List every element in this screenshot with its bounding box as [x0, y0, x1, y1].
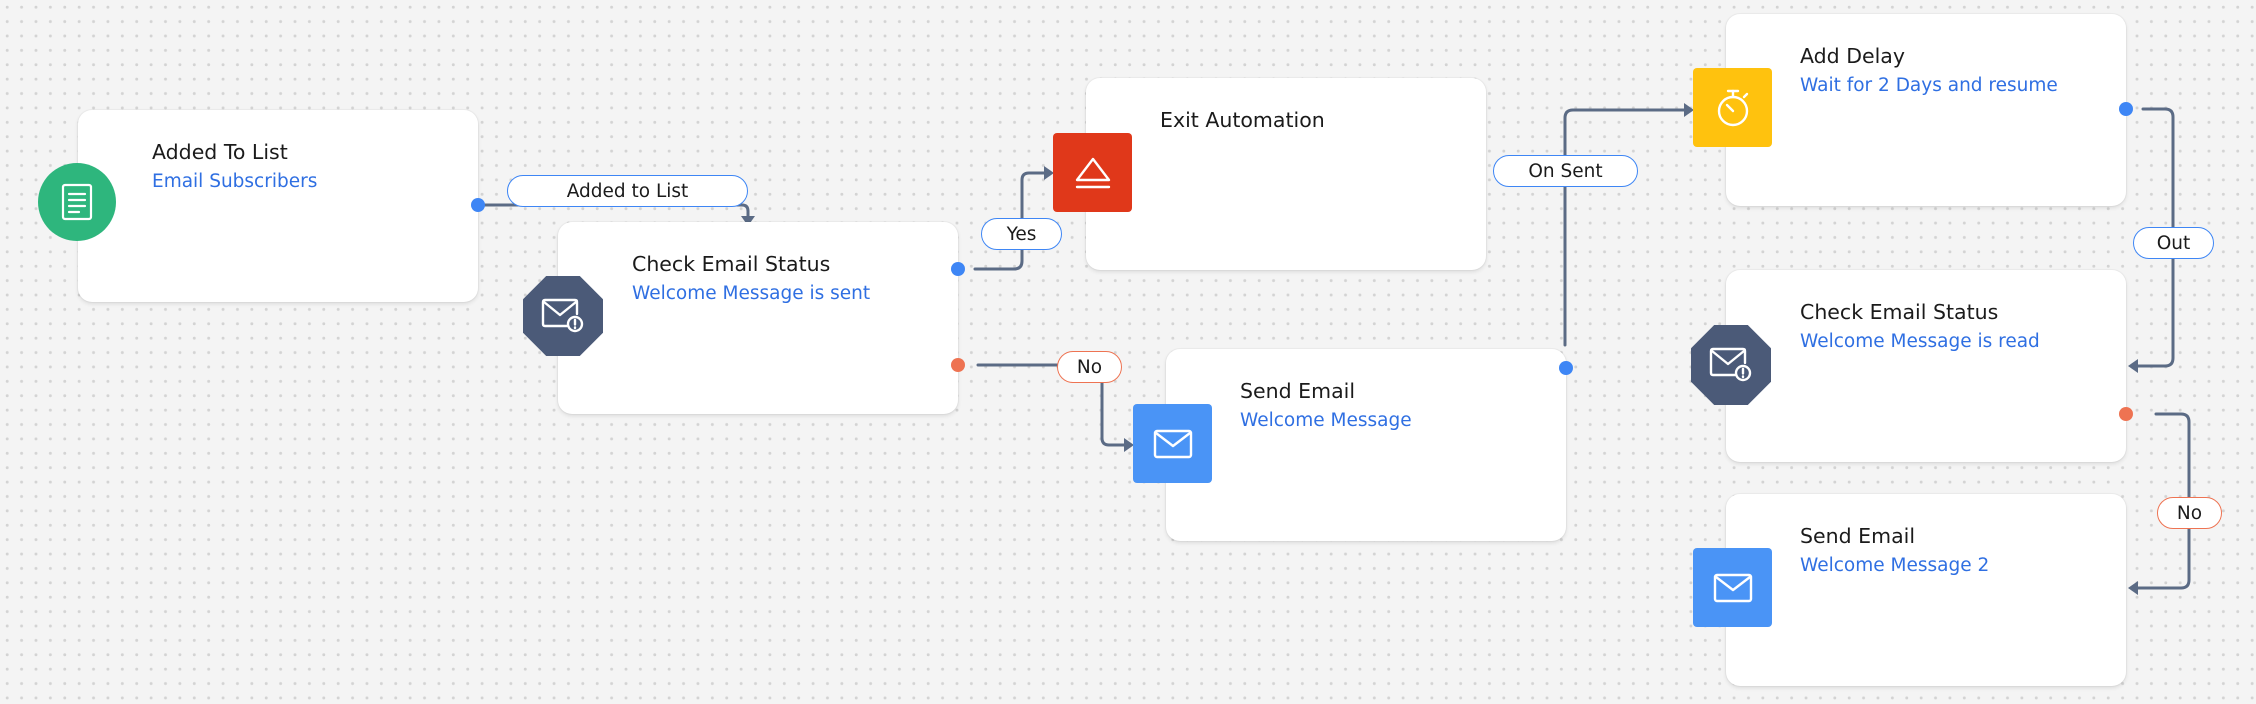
node-title: Send Email	[1800, 524, 1916, 548]
output-port[interactable]	[2119, 102, 2133, 116]
node-send-email-2[interactable]: Send Email Welcome Message 2	[1726, 494, 2126, 686]
node-subtitle: Welcome Message	[1240, 410, 1412, 431]
connector-arrowheads	[741, 103, 2138, 595]
stopwatch-icon	[1693, 68, 1772, 147]
node-subtitle: Wait for 2 Days and resume	[1800, 75, 2058, 96]
edge-label-out[interactable]: Out	[2133, 227, 2214, 259]
node-title: Exit Automation	[1160, 108, 1325, 132]
no-output-port[interactable]	[2119, 407, 2133, 421]
output-port[interactable]	[471, 198, 485, 212]
node-title: Check Email Status	[1800, 300, 1999, 324]
node-title: Added To List	[152, 140, 288, 164]
arrowhead	[1684, 103, 1694, 117]
email-status-icon	[523, 276, 603, 356]
node-subtitle: Welcome Message 2	[1800, 555, 1990, 576]
output-port[interactable]	[1559, 361, 1573, 375]
no-output-port[interactable]	[951, 358, 965, 372]
edge-label-no[interactable]: No	[1057, 351, 1122, 383]
node-subtitle: Welcome Message is sent	[632, 283, 871, 304]
node-title: Send Email	[1240, 379, 1356, 403]
exit-triangle-icon	[1053, 133, 1132, 212]
email-status-icon	[1691, 325, 1771, 405]
node-check-email-status-2[interactable]: Check Email Status Welcome Message is re…	[1726, 270, 2126, 462]
arrowhead	[741, 216, 755, 226]
node-add-delay[interactable]: Add Delay Wait for 2 Days and resume	[1726, 14, 2126, 206]
node-subtitle: Email Subscribers	[152, 171, 318, 192]
edge-label-on-sent[interactable]: On Sent	[1493, 155, 1638, 187]
arrowhead	[2128, 359, 2138, 373]
node-send-email-1[interactable]: Send Email Welcome Message	[1166, 349, 1566, 541]
node-added-to-list[interactable]: Added To List Email Subscribers	[78, 110, 478, 302]
edge-label-added-to-list[interactable]: Added to List	[507, 175, 748, 207]
arrowhead	[1044, 166, 1054, 180]
edge-label-no[interactable]: No	[2157, 497, 2222, 529]
list-document-icon	[38, 163, 116, 241]
edge-label-yes[interactable]: Yes	[981, 218, 1062, 250]
arrowhead	[2128, 581, 2138, 595]
arrowhead	[1124, 438, 1134, 452]
node-title: Add Delay	[1800, 44, 1905, 68]
yes-output-port[interactable]	[951, 262, 965, 276]
node-exit-automation[interactable]: Exit Automation	[1086, 78, 1486, 270]
node-subtitle: Welcome Message is read	[1800, 331, 2040, 352]
edge-added-to-list	[476, 203, 750, 218]
envelope-icon	[1693, 548, 1772, 627]
node-check-email-status-1[interactable]: Check Email Status Welcome Message is se…	[558, 222, 958, 414]
node-title: Check Email Status	[632, 252, 831, 276]
edge-on-sent	[1563, 108, 1687, 347]
envelope-icon	[1133, 404, 1212, 483]
